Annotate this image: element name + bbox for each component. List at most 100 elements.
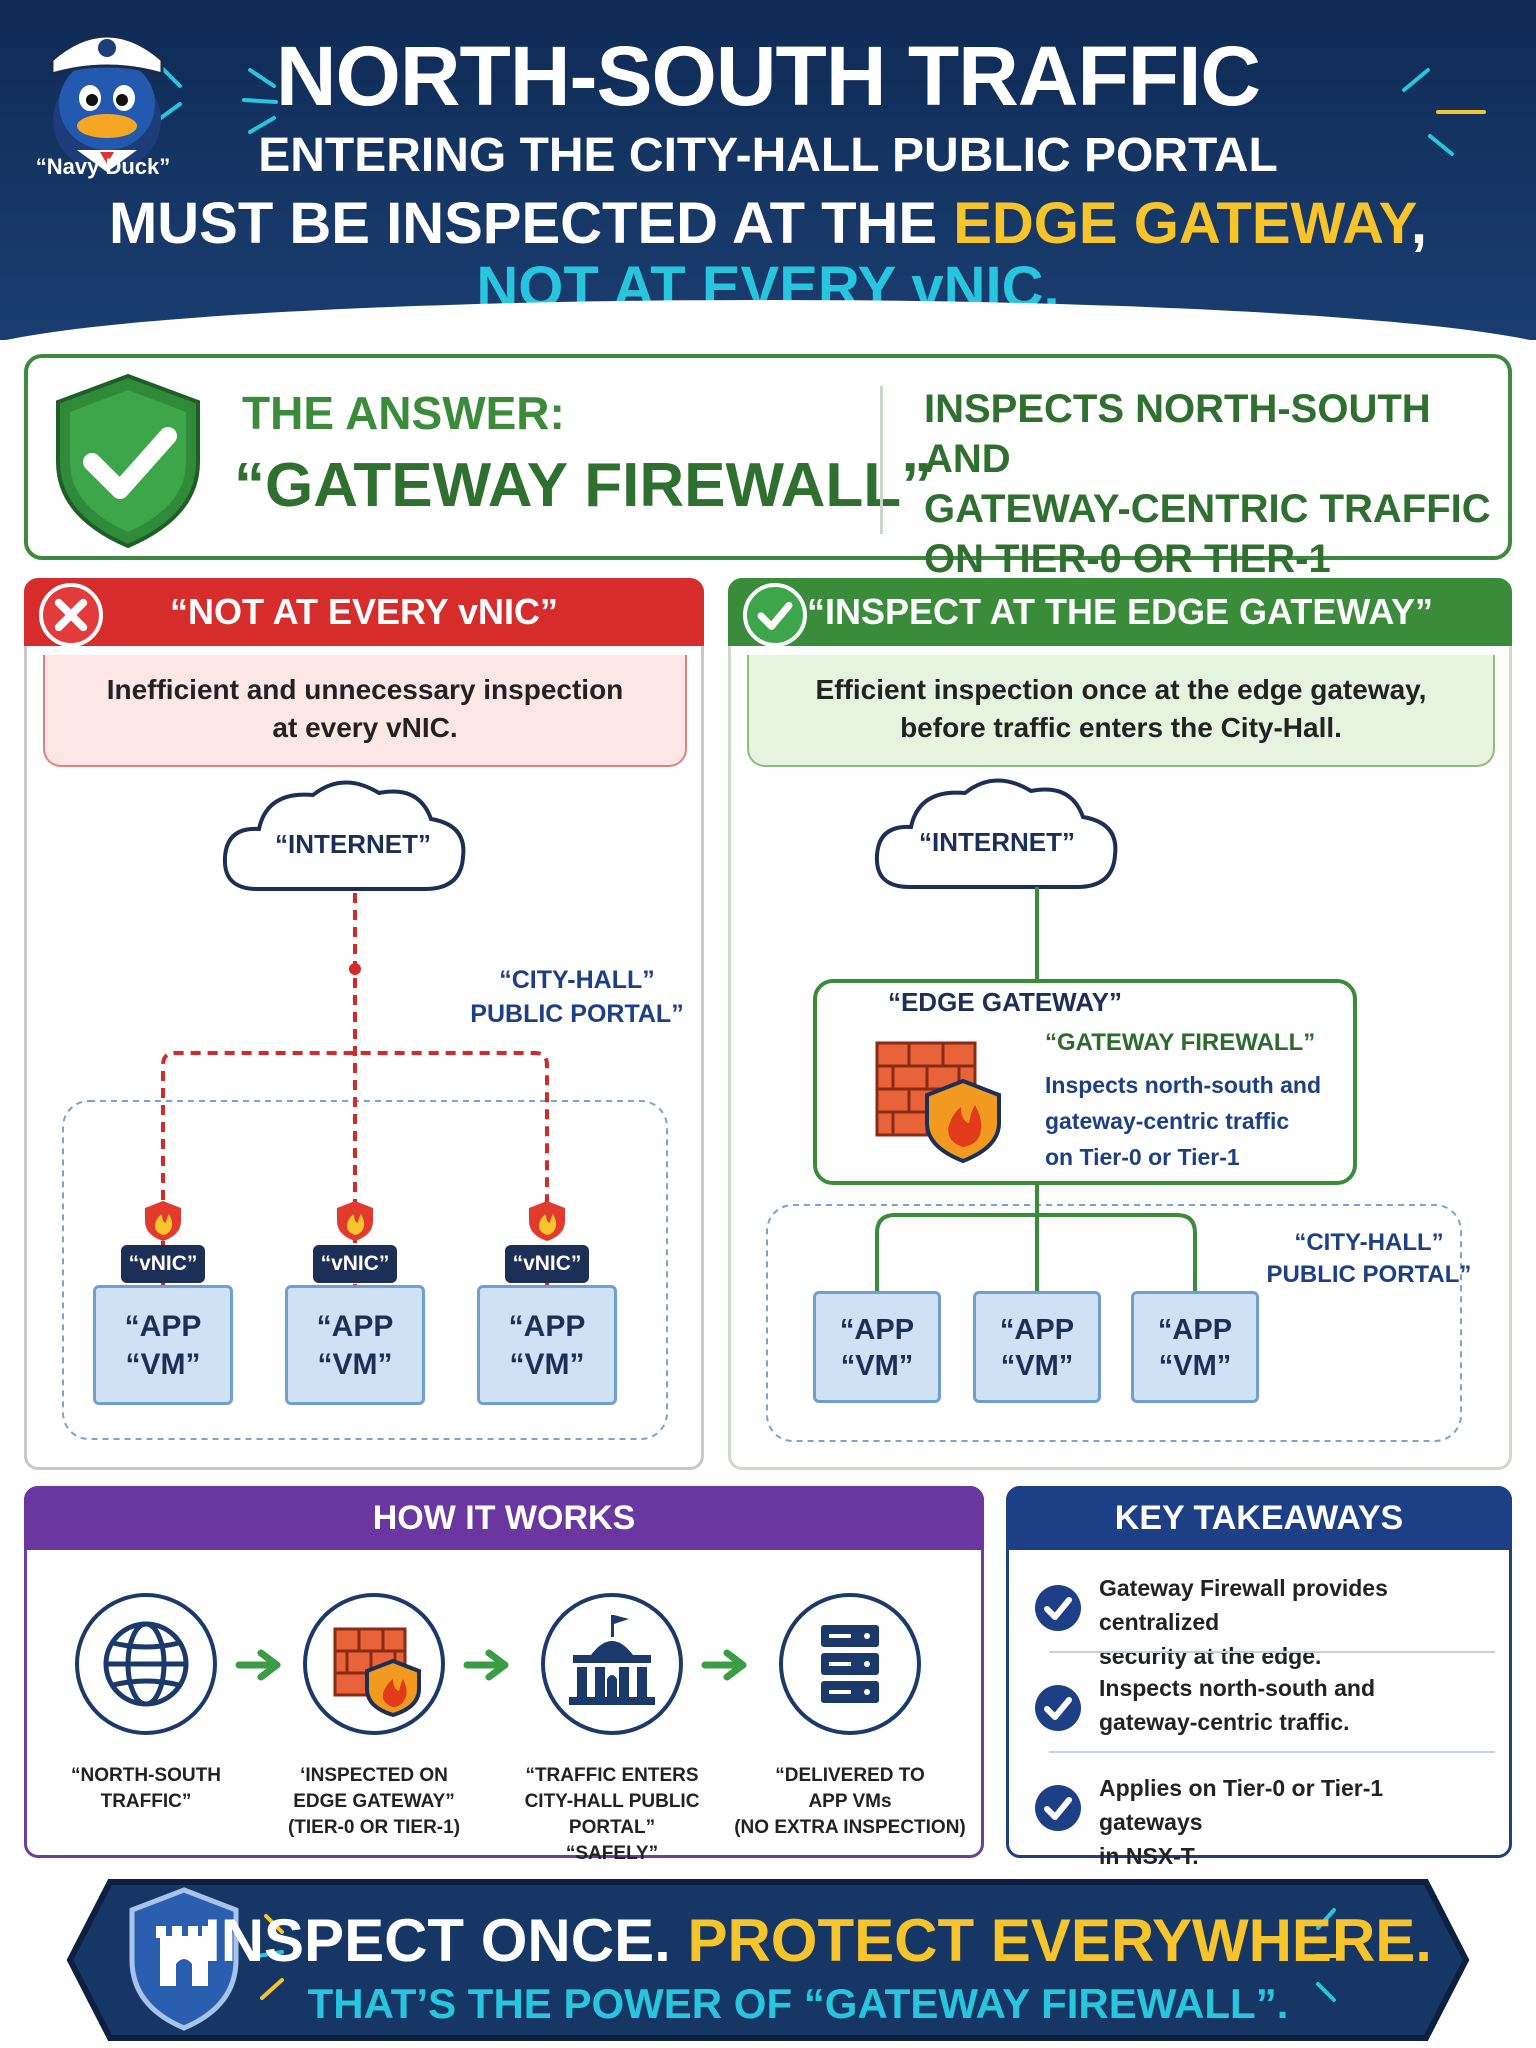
shield-fire-icon [335,1199,375,1243]
key-takeaways-heading: KEY TAKEAWAYS [1006,1486,1512,1550]
app-vm-line: “VM” [317,1348,393,1381]
takeaway-line: gateway-centric traffic. [1099,1709,1350,1735]
city-hall-icon [541,1593,683,1735]
subtitle-highlight: EDGE GATEWAY [953,191,1411,256]
step-label-line: ‘INSPECTED ON [300,1765,448,1786]
step-label-line: TRAFFIC” [100,1791,192,1812]
arrow-right-icon [463,1649,509,1681]
page-title: NORTH-SOUTH TRAFFIC [275,29,1261,123]
vnic-label: “vNIC” [121,1245,205,1283]
header-banner: “Navy Duck” NORTH-SOUTH TRAFFIC ENTERING… [0,0,1536,340]
key-takeaways-panel: KEY TAKEAWAYS Gateway Firewall provides … [1006,1486,1512,1869]
navy-duck-mascot [50,34,164,172]
app-vm-line: “APP [999,1314,1075,1346]
fw-desc-line: Inspects north-south and [1045,1072,1321,1098]
app-vm-line: “VM” [1000,1350,1074,1382]
shield-check-icon [56,373,200,549]
step-label-line: “TRAFFIC ENTERS [525,1765,699,1786]
fw-desc-line: gateway-centric traffic [1045,1108,1290,1134]
answer-desc-line: INSPECTS NORTH-SOUTH AND [924,387,1431,481]
portal-boundary [766,1204,1462,1442]
app-vm-line: “APP [316,1310,394,1343]
takeaway-text: Gateway Firewall provides centralized sec… [1099,1571,1489,1673]
note-line: Inefficient and unnecessary inspection [106,674,624,705]
check-circle-icon [1035,1785,1081,1831]
arrow-right-icon [235,1649,281,1681]
app-vm-line: “VM” [509,1348,585,1381]
step-label-line: (NO EXTRA INSPECTION) [734,1817,966,1838]
note-line: Efficient inspection once at the edge ga… [815,674,1427,705]
step-label-line: APP VMs [808,1791,892,1812]
portal-label-line: “CITY-HALL” [499,966,655,994]
subtitle-line2-text: MUST BE INSPECTED AT THE [108,191,954,256]
sparkle-icon [242,68,278,134]
footer-slogan: INSPECT ONCE. PROTECT EVERYWHERE. [0,1906,1536,1975]
app-vm-box: “APP“VM” [93,1285,233,1405]
takeaway-line: security at the edge. [1099,1643,1322,1669]
internet-cloud-icon [222,780,466,891]
app-vm-line: “APP [124,1310,202,1343]
panel-right-note: Efficient inspection once at the edge ga… [747,655,1495,767]
check-circle-icon [1035,1685,1081,1731]
step-label-line: “DELIVERED TO [775,1765,925,1786]
takeaway-line: in NSX-T. [1099,1843,1199,1869]
internet-label: “INTERNET” [919,827,1075,857]
portal-label: “CITY-HALL” PUBLIC PORTAL” [1249,1227,1489,1291]
step-label: “DELIVERED TO APP VMs (NO EXTRA INSPECTION… [730,1763,970,1841]
subtitle-comma: , [1410,191,1428,256]
mascot-label: “Navy Duck” [35,154,171,179]
fw-desc-line: on Tier-0 or Tier-1 [1045,1144,1240,1170]
answer-kicker: THE ANSWER: [242,387,565,439]
gateway-firewall-desc: Inspects north-south and gateway-centric… [1045,1067,1365,1175]
how-it-works-panel: HOW IT WORKS [24,1486,984,1864]
step-label-line: “SAFELY” [565,1843,659,1864]
portal-boundary [62,1100,668,1440]
firewall-icon [875,1041,1001,1164]
fortress-shield-icon [129,1887,239,2031]
shield-fire-icon [143,1199,183,1243]
step-label: ‘INSPECTED ON EDGE GATEWAY” (TIER-0 OR TIE… [254,1763,494,1841]
portal-label-line: PUBLIC PORTAL” [1266,1261,1472,1288]
step-label-line: CITY-HALL PUBLIC PORTAL” [524,1791,700,1838]
edge-gateway-label: “EDGE GATEWAY” [887,987,1123,1017]
portal-label-line: “CITY-HALL” [1294,1229,1444,1256]
app-vm-line: “APP [1157,1314,1233,1346]
arrow-right-icon [701,1649,747,1681]
note-line: at every vNIC. [272,712,458,743]
vnic-label: “vNIC” [505,1245,589,1283]
check-circle-icon [1035,1585,1081,1631]
subtitle-line2: MUST BE INSPECTED AT THE EDGE GATEWAY, [0,190,1536,257]
answer-desc-line: ON TIER-0 OR TIER-1 [924,537,1331,581]
takeaway-item: Gateway Firewall provides centralized sec… [1027,1571,1493,1669]
shield-fire-icon [527,1199,567,1243]
takeaway-line: Gateway Firewall provides centralized [1099,1575,1388,1635]
server-icon [779,1593,921,1735]
panel-left-note: Inefficient and unnecessary inspection a… [43,655,687,767]
portal-label-line: PUBLIC PORTAL” [470,1000,684,1028]
portal-label: “CITY-HALL” PUBLIC PORTAL” [467,963,687,1031]
step-label-line: EDGE GATEWAY” [293,1791,455,1812]
panel-left-heading: “NOT AT EVERY vNIC” [24,578,704,646]
gateway-firewall-label: “GATEWAY FIREWALL” [1045,1029,1316,1056]
step-label-line: (TIER-0 OR TIER-1) [287,1817,461,1838]
takeaway-line: Inspects north-south and [1099,1675,1375,1701]
panel-right-heading: “INSPECT AT THE EDGE GATEWAY” [728,578,1512,646]
app-vm-line: “VM” [1158,1350,1232,1382]
answer-desc-line: GATEWAY-CENTRIC TRAFFIC [924,487,1491,531]
divider [1049,1651,1495,1653]
internet-label: “INTERNET” [275,829,431,859]
app-vm-line: “VM” [840,1350,914,1382]
check-mark-icon [743,583,807,647]
panel-not-every-vnic: “NOT AT EVERY vNIC” Inefficient and unne… [24,578,704,1470]
answer-box: THE ANSWER: “GATEWAY FIREWALL” INSPECTS … [24,354,1512,581]
app-vm-line: “APP [508,1310,586,1343]
footer-banner: INSPECT ONCE. PROTECT EVERYWHERE. THAT’S… [0,1872,1536,2048]
vnic-label: “vNIC” [313,1245,397,1283]
edge-gateway-diagram [766,778,1462,1442]
divider [1049,1751,1495,1753]
takeaway-item: Inspects north-south and gateway-centric … [1027,1671,1493,1767]
subtitle-line1: ENTERING THE CITY-HALL PUBLIC PORTAL [258,129,1278,182]
footer-ribbon [66,1879,1470,2041]
